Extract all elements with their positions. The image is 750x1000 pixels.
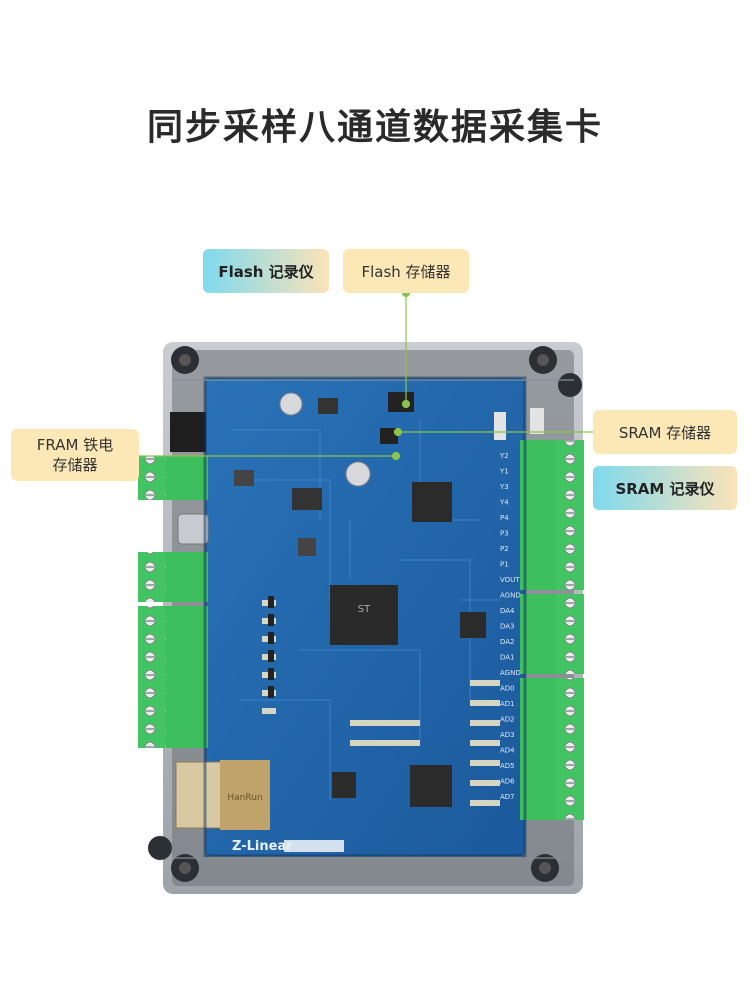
board-silk-label: AD2: [500, 716, 515, 724]
board-silk-label: P4: [500, 514, 509, 522]
board-silk-label: DA2: [500, 638, 515, 646]
board-silk-label: DA3: [500, 623, 515, 631]
chips: ST: [234, 392, 486, 807]
board-silk-label: AD0: [500, 685, 515, 693]
right-terminals: [520, 440, 584, 820]
board-silk-label: Y1: [499, 468, 509, 476]
board-silk-label: P2: [500, 545, 509, 553]
usb-port: [177, 513, 209, 545]
callout-fram-line2: 存储器: [52, 456, 98, 474]
callout-fram-line1: FRAM 铁电: [36, 436, 114, 454]
brand-logo: Z-Linear: [232, 839, 293, 854]
board-silk-label: DA4: [500, 607, 515, 615]
board-silk-label: AGND: [500, 669, 521, 677]
board-silk-label: AD4: [500, 747, 515, 755]
board-silk-label: Y4: [499, 499, 509, 507]
board-silk-label: AGND: [500, 592, 521, 600]
board-silk-label: AD5: [500, 762, 515, 770]
callout-sram-memory: SRAM 存储器: [593, 410, 737, 454]
capacitors: [279, 392, 371, 487]
left-terminals: [138, 456, 208, 748]
page-title: 同步采样八通道数据采集卡: [146, 107, 603, 148]
board-silk-label: P3: [500, 530, 509, 538]
callout-sram-recorder: SRAM 记录仪: [593, 466, 737, 510]
board-silk-label: Y3: [499, 483, 509, 491]
mount-screws: [148, 346, 582, 882]
board-silk-label: P1: [500, 561, 509, 569]
svg-text:ST: ST: [358, 604, 371, 615]
callout-fram-memory: FRAM 铁电 存储器: [11, 429, 139, 481]
svg-text:HanRun: HanRun: [227, 793, 262, 803]
board-silk-label: AD1: [500, 700, 515, 708]
board-silk-label: DA1: [500, 654, 515, 662]
board-silk-label: AD3: [500, 731, 515, 739]
board-silk-label: AD6: [500, 778, 515, 786]
callout-flash-memory: Flash 存储器: [343, 249, 469, 293]
callout-flash-recorder: Flash 记录仪: [203, 249, 329, 293]
board-silk-label: AD7: [500, 793, 515, 801]
board-silk-label: VOUT: [500, 576, 520, 584]
board-silk-label: Y2: [499, 452, 509, 460]
